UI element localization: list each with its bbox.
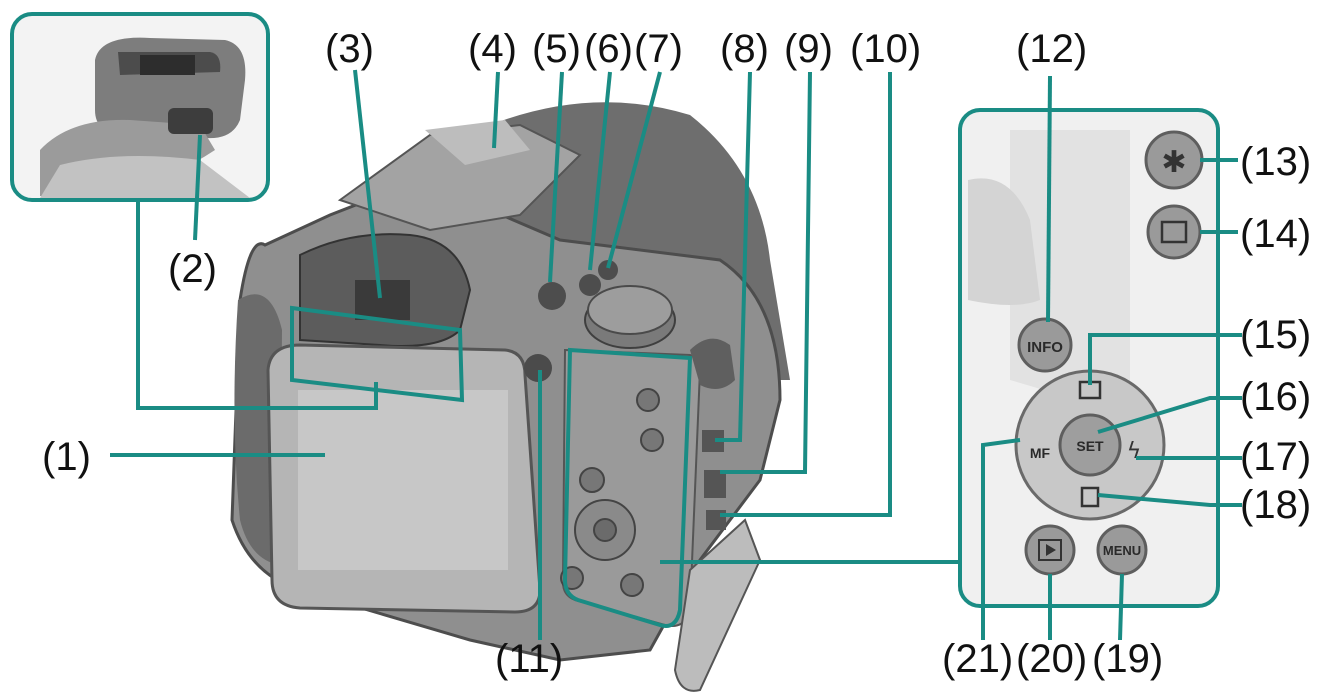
label-17: (17) xyxy=(1240,435,1311,479)
label-18: (18) xyxy=(1240,483,1311,527)
label-10: (10) xyxy=(850,27,921,71)
label-2: (2) xyxy=(168,247,217,291)
label-7: (7) xyxy=(634,27,683,71)
af-area-icon xyxy=(1160,220,1188,244)
menu-button-label: MENU xyxy=(1103,543,1141,558)
label-11: (11) xyxy=(495,637,563,681)
info-button[interactable]: INFO xyxy=(1017,317,1073,373)
leader-lines xyxy=(110,69,1242,641)
label-12: (12) xyxy=(1016,27,1087,71)
af-area-button[interactable] xyxy=(1146,204,1202,260)
label-5: (5) xyxy=(532,27,581,71)
control-ring[interactable]: SET ϟ MF xyxy=(1014,369,1166,521)
set-button-label: SET xyxy=(1076,438,1104,454)
playback-button[interactable] xyxy=(1024,524,1076,576)
label-6: (6) xyxy=(584,27,633,71)
flash-icon: ϟ xyxy=(1127,439,1142,464)
label-8: (8) xyxy=(720,27,769,71)
info-button-label: INFO xyxy=(1027,339,1063,356)
label-16: (16) xyxy=(1240,375,1311,419)
part-labels: (1) (2) (3) (4) (5) (6) (7) (8) (9) (10)… xyxy=(42,27,1311,681)
star-icon: ✱ xyxy=(1161,145,1186,180)
label-14: (14) xyxy=(1240,212,1311,256)
label-20: (20) xyxy=(1016,637,1087,681)
label-4: (4) xyxy=(468,27,517,71)
label-3: (3) xyxy=(325,27,374,71)
camera-illustration xyxy=(230,102,790,692)
mf-label: MF xyxy=(1030,445,1051,461)
label-13: (13) xyxy=(1240,140,1311,184)
label-1: (1) xyxy=(42,435,91,479)
label-21: (21) xyxy=(942,637,1013,681)
menu-button[interactable]: MENU xyxy=(1096,524,1148,576)
diopter-inset xyxy=(10,12,270,202)
label-15: (15) xyxy=(1240,313,1311,357)
playback-icon xyxy=(1046,544,1056,556)
back-buttons-highlight-box xyxy=(562,347,693,628)
diopter-highlight-box xyxy=(290,305,465,403)
label-19: (19) xyxy=(1092,637,1163,681)
label-9: (9) xyxy=(784,27,833,71)
star-button[interactable]: ✱ xyxy=(1144,130,1204,190)
